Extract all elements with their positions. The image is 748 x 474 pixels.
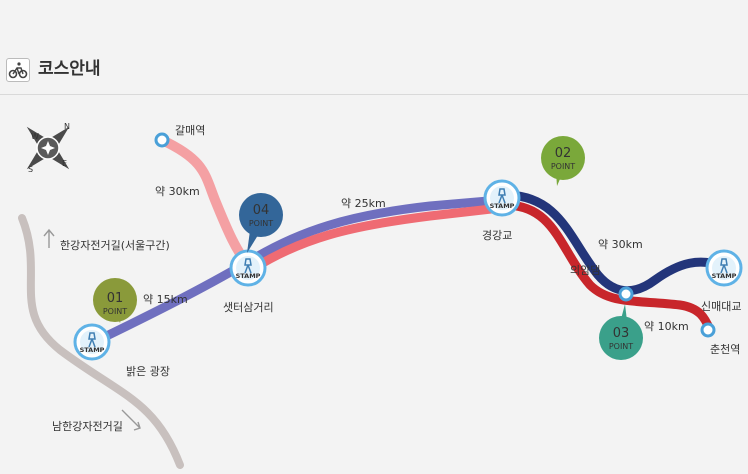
bike-path-label-namhan: 남한강자전거길	[52, 420, 123, 433]
stamp-gyeonggang[interactable]: STAMP	[483, 179, 521, 217]
station-dot-uiam[interactable]	[618, 286, 634, 302]
station-label-galmae: 갈매역	[175, 123, 205, 137]
station-label-chuncheon: 춘천역	[710, 342, 740, 356]
point-02-balloon[interactable]: 02 POINT	[541, 136, 585, 186]
point-03-number: 03	[613, 326, 630, 341]
station-label-uiam: 의암댐	[570, 264, 600, 277]
point-03-balloon[interactable]: 03 POINT	[599, 304, 643, 360]
compass-e: E	[62, 159, 67, 168]
compass-rose-icon: N W S E	[26, 122, 70, 174]
point-01-number: 01	[107, 291, 124, 306]
stamp-label: STAMP	[236, 272, 261, 280]
distance-label-galmae: 약 30km	[155, 184, 200, 198]
point-01-label: POINT	[103, 307, 127, 316]
stamp-figure-icon	[244, 258, 252, 274]
bike-path-label-seoul: 한강자전거길(서울구간)	[60, 239, 170, 252]
stamp-label: STAMP	[80, 346, 105, 354]
route-line-blue	[87, 195, 505, 348]
stamp-figure-icon	[720, 258, 728, 274]
distance-label-chuncheon: 약 10km	[644, 319, 689, 333]
point-01-balloon[interactable]: 01 POINT	[93, 278, 137, 323]
stamp-square[interactable]: STAMP	[73, 323, 111, 361]
stamp-label: STAMP	[490, 202, 515, 210]
route-line-darkred	[500, 200, 715, 335]
point-04-balloon[interactable]: 04 POINT	[239, 193, 283, 253]
station-label-square: 밝은 광장	[126, 365, 170, 378]
point-02-number: 02	[555, 146, 572, 161]
stamp-figure-icon	[88, 332, 96, 348]
point-04-label: POINT	[249, 219, 273, 228]
bike-path-line	[18, 214, 184, 469]
station-dot-galmae[interactable]	[154, 132, 170, 148]
route-line-navy	[500, 190, 727, 296]
point-02-label: POINT	[551, 162, 575, 171]
compass-w: W	[31, 132, 39, 141]
compass-s: S	[28, 165, 33, 174]
bike-path-arrow-down	[121, 409, 141, 431]
stamp-figure-icon	[498, 188, 506, 204]
distance-label-square: 약 15km	[143, 292, 188, 306]
bike-path-arrow-up	[43, 228, 55, 248]
point-03-label: POINT	[609, 342, 633, 351]
route-line-galmae	[157, 135, 253, 270]
station-label-gyeonggang: 경강교	[482, 229, 512, 242]
stamp-saetteo[interactable]: STAMP	[229, 249, 267, 287]
route-line-red	[243, 203, 505, 277]
distance-label-sinmae: 약 30km	[598, 237, 643, 251]
stamp-sinmae[interactable]: STAMP	[705, 249, 743, 287]
station-label-sinmae: 신매대교	[701, 300, 741, 313]
station-dot-chuncheon[interactable]	[700, 322, 716, 338]
bicycle-icon	[6, 58, 30, 82]
station-label-saetteo: 샛터삼거리	[223, 301, 274, 314]
distance-label-main: 약 25km	[341, 196, 386, 210]
compass-n: N	[64, 122, 70, 131]
stamp-label: STAMP	[712, 272, 737, 280]
point-04-number: 04	[253, 203, 270, 218]
course-guide-header: 코스안내	[0, 56, 748, 95]
page-title: 코스안내	[38, 59, 101, 79]
